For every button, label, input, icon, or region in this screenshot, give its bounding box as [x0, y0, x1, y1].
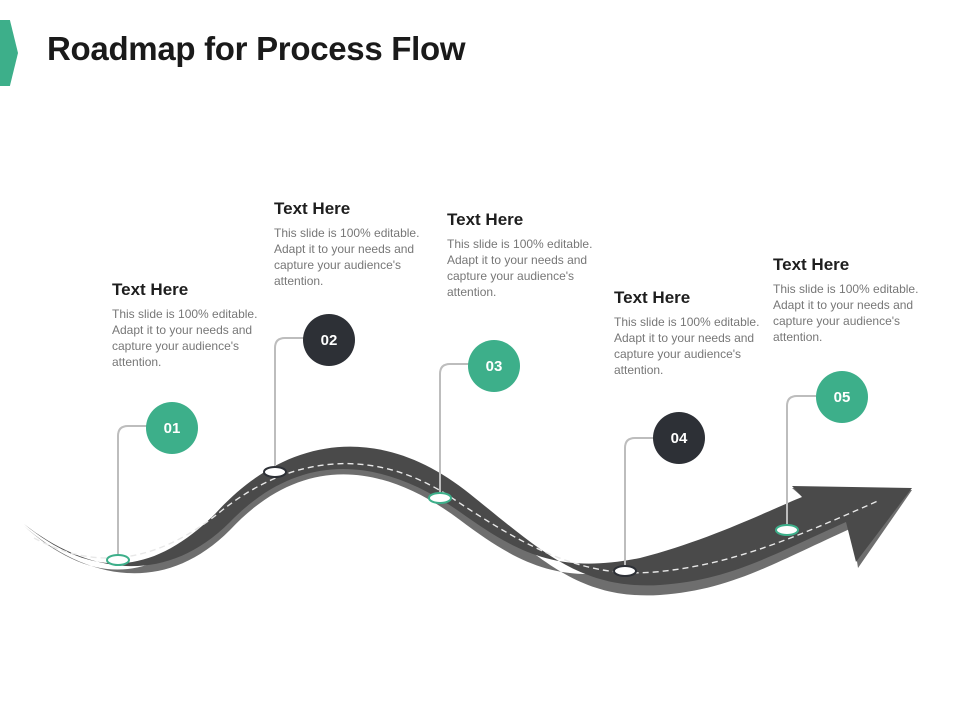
step-03-text: Text Here This slide is 100% editable. A… — [447, 210, 597, 300]
connector-line-02 — [274, 337, 304, 470]
connector-line-05 — [786, 395, 816, 528]
road-surface — [24, 446, 912, 586]
connector-line-01 — [117, 425, 148, 558]
step-03-badge: 03 — [468, 340, 520, 392]
step-03-body: This slide is 100% editable. Adapt it to… — [447, 237, 593, 299]
road-marker-05 — [775, 524, 799, 536]
road-center-line — [33, 462, 881, 574]
step-05-heading: Text Here — [773, 255, 850, 274]
page-title: Roadmap for Process Flow — [47, 30, 466, 67]
road-marker-04 — [613, 565, 637, 577]
title-accent-tab — [0, 20, 18, 86]
step-01-heading: Text Here — [112, 280, 189, 299]
step-04-body: This slide is 100% editable. Adapt it to… — [614, 315, 760, 377]
step-02-heading: Text Here — [274, 199, 351, 218]
step-01-body: This slide is 100% editable. Adapt it to… — [112, 307, 258, 369]
step-02-body: This slide is 100% editable. Adapt it to… — [274, 226, 420, 288]
step-02-badge: 02 — [303, 314, 355, 366]
road-marker-01 — [106, 554, 130, 566]
road-marker-03 — [428, 492, 452, 504]
step-04-badge: 04 — [653, 412, 705, 464]
step-05-text: Text Here This slide is 100% editable. A… — [773, 255, 923, 345]
road-marker-02 — [263, 466, 287, 478]
connector-line-03 — [439, 363, 470, 496]
step-01-text: Text Here This slide is 100% editable. A… — [112, 280, 262, 370]
step-01-badge: 01 — [146, 402, 198, 454]
step-02-text: Text Here This slide is 100% editable. A… — [274, 199, 424, 289]
step-03-heading: Text Here — [447, 210, 524, 229]
step-04-text: Text Here This slide is 100% editable. A… — [614, 288, 764, 378]
step-05-badge: 05 — [816, 371, 868, 423]
step-05-body: This slide is 100% editable. Adapt it to… — [773, 282, 919, 344]
step-04-heading: Text Here — [614, 288, 691, 307]
connector-line-04 — [624, 437, 654, 570]
